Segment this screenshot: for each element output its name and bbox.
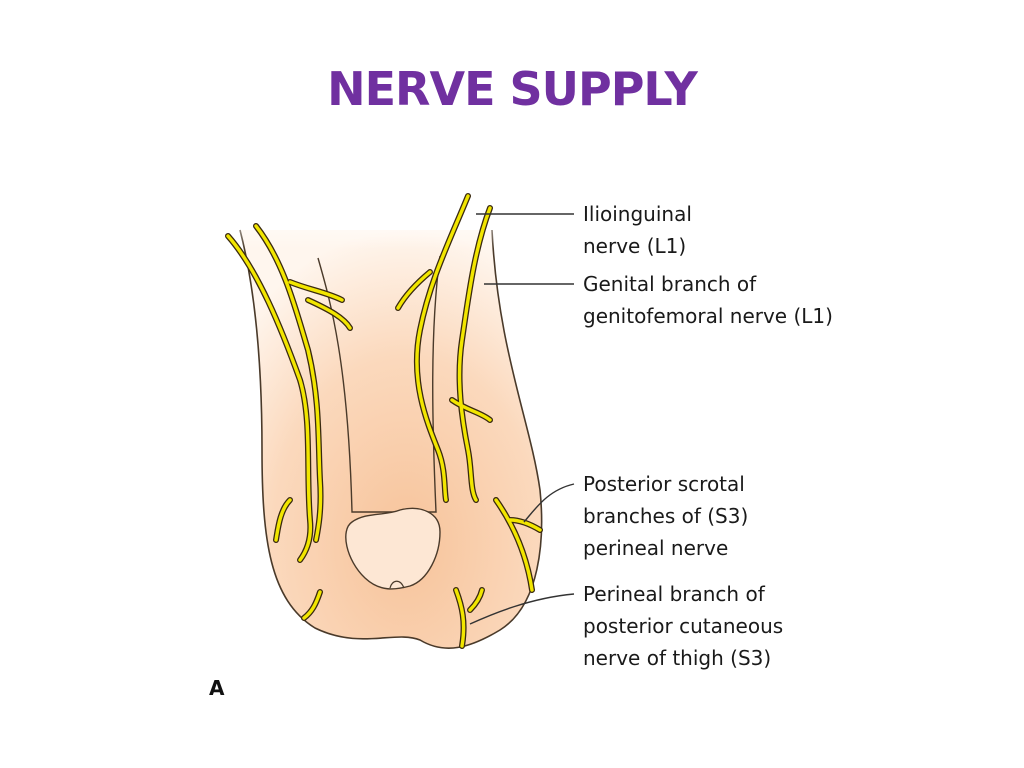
leader-perineal <box>469 593 575 625</box>
label-perineal-branch: Perineal branch of posterior cutaneous n… <box>583 582 784 670</box>
page-title: NERVE SUPPLY <box>327 62 698 116</box>
label-ilioinguinal-nerve: Ilioinguinal nerve (L1) <box>583 202 692 258</box>
label-posterior-scrotal: Posterior scrotal branches of (S3) perin… <box>583 472 749 560</box>
leader-scrotal <box>523 483 575 523</box>
glans <box>345 507 441 590</box>
label-genital-branch: Genital branch of genitofemoral nerve (L… <box>583 272 833 328</box>
leader-lines <box>469 213 575 625</box>
nerve-paths <box>225 193 543 649</box>
panel-letter: A <box>209 676 225 700</box>
meatus <box>389 580 405 589</box>
